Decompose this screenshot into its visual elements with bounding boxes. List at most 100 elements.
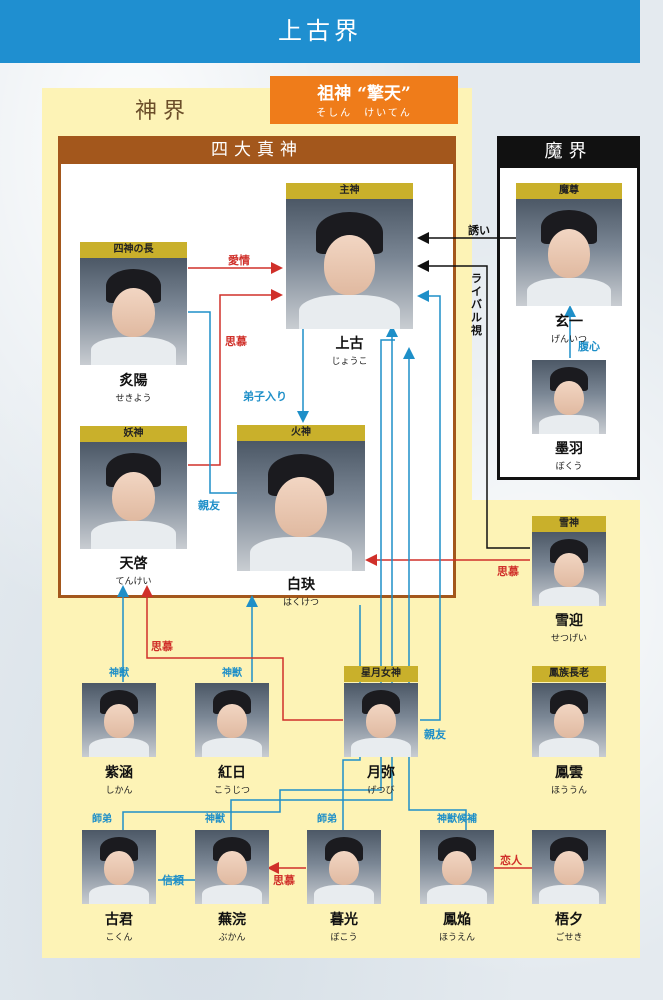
role-tenkei: 妖神 xyxy=(80,426,187,442)
reading-genitsu: げんいつ xyxy=(550,335,587,345)
portrait-face xyxy=(217,703,247,738)
reading-boko: ぼこう xyxy=(330,933,358,943)
portrait-face xyxy=(104,850,134,885)
name-getsubi-text: 月弥 xyxy=(367,765,395,781)
portrait-face xyxy=(554,850,584,885)
portrait-face xyxy=(366,703,396,738)
portrait-tenkei[interactable] xyxy=(80,442,187,549)
rel-shibo3: 思慕 xyxy=(151,640,173,653)
reading-houen: ほうえん xyxy=(438,933,475,943)
founder-box: 祖神 “擎天” そしん けいてん xyxy=(270,76,458,124)
portrait-face xyxy=(324,235,375,296)
four-gods-title: 四大真神 xyxy=(58,136,456,164)
portrait-houen[interactable] xyxy=(420,830,494,904)
portrait-setsugei[interactable] xyxy=(532,532,606,606)
role-sekiyo: 四神の長 xyxy=(80,242,187,258)
rel-koibito: 恋人 xyxy=(500,854,522,867)
shinkai-label: 神界 xyxy=(135,99,192,124)
portrait-face xyxy=(329,850,359,885)
line-houen-joko xyxy=(403,347,467,830)
reading-kokun: こくん xyxy=(105,933,133,943)
portrait-face xyxy=(217,850,247,885)
role-genitsu: 魔尊 xyxy=(516,183,622,199)
line-shinyu1 xyxy=(188,311,237,494)
name-hakuketsu: 白玦はくけつ xyxy=(257,574,345,608)
portrait-robe xyxy=(427,884,487,904)
portrait-robe xyxy=(89,884,149,904)
name-genitsu: 玄一げんいつ xyxy=(516,311,622,345)
portrait-houun[interactable] xyxy=(532,683,606,757)
portrait-robe xyxy=(539,884,599,904)
role-houun: 鳳族長老 xyxy=(532,666,606,682)
portrait-getsubi[interactable] xyxy=(344,683,418,757)
name-bokuu: 墨羽ぼくう xyxy=(516,438,622,472)
name-sekiyo: 炙陽せきよう xyxy=(80,370,187,404)
portrait-robe xyxy=(90,521,177,549)
name-genitsu-text: 玄一 xyxy=(555,314,583,330)
name-kojitsu: 紅日こうじつ xyxy=(183,762,281,796)
portrait-robe xyxy=(314,884,374,904)
portrait-face xyxy=(554,552,584,587)
portrait-kojitsu[interactable] xyxy=(195,683,269,757)
founder-name: 祖神 “擎天” xyxy=(317,84,411,104)
portrait-boko[interactable] xyxy=(307,830,381,904)
role-joko: 主神 xyxy=(286,183,413,199)
name-boko: 暮光ぼこう xyxy=(295,909,393,943)
portrait-shikan[interactable] xyxy=(82,683,156,757)
name-houen-text: 鳳焔 xyxy=(443,912,471,928)
reading-hakuketsu: はくけつ xyxy=(282,598,319,608)
portrait-robe xyxy=(249,537,353,571)
name-sekiyo-text: 炙陽 xyxy=(119,373,148,389)
portrait-robe xyxy=(539,586,599,606)
founder-reading: そしん けいてん xyxy=(316,108,412,119)
reading-houun: ほううん xyxy=(550,786,587,796)
rel-shibo1: 思慕 xyxy=(225,335,247,348)
name-tenkei-text: 天啓 xyxy=(119,556,148,572)
rel-aijo: 愛情 xyxy=(228,254,250,267)
page-title: 上古界 xyxy=(0,0,640,63)
portrait-robe xyxy=(351,737,411,757)
name-shikan-text: 紫涵 xyxy=(105,765,133,781)
line-kokun-joko xyxy=(122,339,395,830)
portrait-face xyxy=(104,703,134,738)
rel-shinyu1: 親友 xyxy=(198,499,220,512)
name-houen: 鳳焔ほうえん xyxy=(408,909,506,943)
name-houun: 鳳雲ほううん xyxy=(520,762,618,796)
portrait-sekiyo[interactable] xyxy=(80,258,187,365)
reading-sekiyo: せきよう xyxy=(115,394,152,404)
portrait-genitsu[interactable] xyxy=(516,199,622,306)
portrait-goseki[interactable] xyxy=(532,830,606,904)
name-setsugei-text: 雪迎 xyxy=(555,613,583,629)
name-kojitsu-text: 紅日 xyxy=(218,765,246,781)
portrait-joko[interactable] xyxy=(286,199,413,329)
name-tenkei: 天啓てんけい xyxy=(80,553,187,587)
rel-shinyu2: 親友 xyxy=(424,728,446,741)
portrait-face xyxy=(112,471,155,522)
rel-shibo2: 思慕 xyxy=(497,565,519,578)
portrait-robe xyxy=(539,414,599,434)
portrait-kokun[interactable] xyxy=(82,830,156,904)
line-bukan-joko xyxy=(230,325,398,830)
role-bukan: 神獣 xyxy=(205,814,225,825)
portrait-face xyxy=(275,477,327,538)
portrait-hakuketsu[interactable] xyxy=(237,441,365,571)
portrait-bukan[interactable] xyxy=(195,830,269,904)
name-shikan: 紫涵しかん xyxy=(70,762,168,796)
name-joko-text: 上古 xyxy=(335,336,364,352)
portrait-robe xyxy=(539,737,599,757)
portrait-robe xyxy=(202,737,262,757)
name-bokuu-text: 墨羽 xyxy=(555,441,583,457)
portrait-robe xyxy=(90,337,177,365)
name-goseki: 梧夕ごせき xyxy=(520,909,618,943)
line-shinyu2 xyxy=(417,290,441,721)
reading-joko: じょうこ xyxy=(331,357,368,367)
makai-title: 魔界 xyxy=(497,136,640,168)
rel-rival: ライバル視 xyxy=(471,272,482,337)
name-houun-text: 鳳雲 xyxy=(555,765,583,781)
reading-setsugei: せつげい xyxy=(550,634,587,644)
name-hakuketsu-text: 白玦 xyxy=(287,577,315,593)
portrait-bokuu[interactable] xyxy=(532,360,606,434)
role-kojitsu: 神獣 xyxy=(222,668,242,679)
reading-bokuu: ぼくう xyxy=(555,462,583,472)
